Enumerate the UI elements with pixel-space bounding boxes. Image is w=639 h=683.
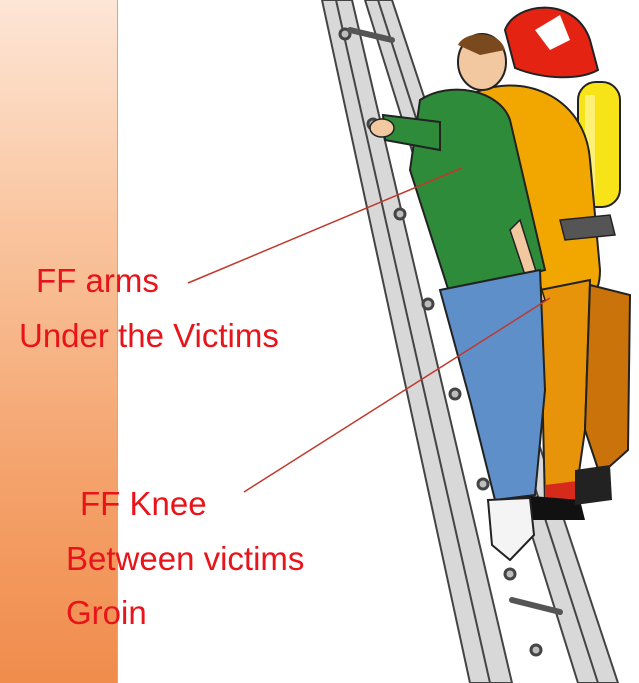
knee-label-line1: FF Knee bbox=[80, 485, 207, 523]
knee-label-line2: Between victims bbox=[66, 540, 304, 578]
arms-label-line1: FF arms bbox=[36, 262, 159, 300]
arms-label-line2: Under the Victims bbox=[19, 317, 279, 355]
knee-label-line3: Groin bbox=[66, 594, 147, 632]
helmet-icon bbox=[505, 8, 598, 78]
arms-pointer-line bbox=[188, 168, 462, 283]
